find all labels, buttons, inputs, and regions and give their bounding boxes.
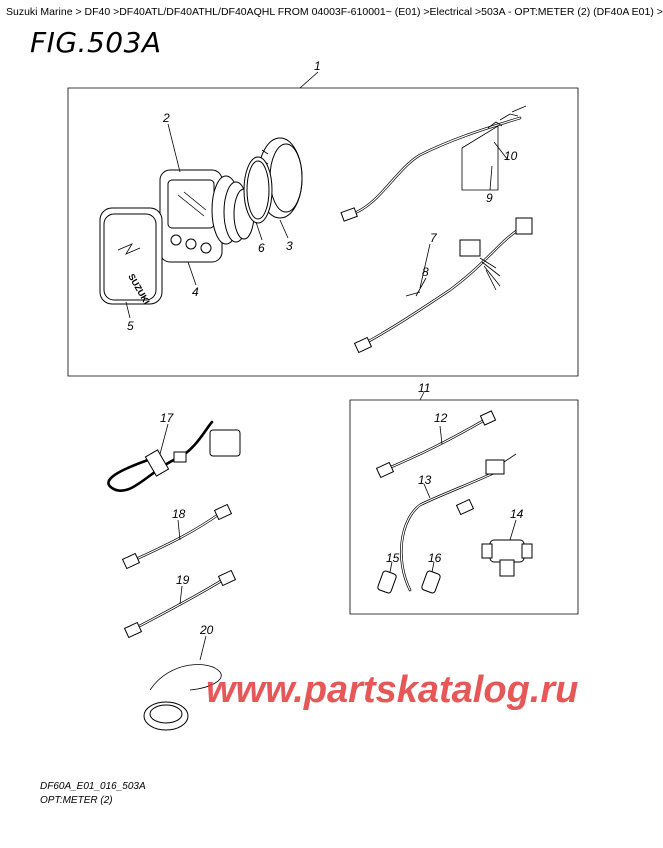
callout-4: 4 xyxy=(192,285,199,299)
leader-lines xyxy=(125,71,517,661)
callout-9: 9 xyxy=(486,191,493,205)
cap-part-15 xyxy=(377,570,397,594)
o-ring-part-6 xyxy=(243,156,273,224)
callout-2: 2 xyxy=(162,111,170,125)
gauge-cover-part-5: SUZUKI xyxy=(99,207,163,306)
harness-part-7 xyxy=(353,217,533,354)
tee-connector-part-14 xyxy=(481,539,533,577)
part-11-group-box xyxy=(349,399,579,615)
callout-7: 7 xyxy=(430,231,438,245)
callout-11: 11 xyxy=(418,381,430,395)
cable-part-19 xyxy=(123,569,237,639)
footer-section-name: OPT:METER (2) xyxy=(40,795,113,806)
watermark: www.partskatalog.ru xyxy=(206,669,578,711)
cap-part-16 xyxy=(421,570,441,594)
part-1-group-box xyxy=(67,87,579,377)
callout-20: 20 xyxy=(199,623,214,637)
parts-diagram: SUZUKI xyxy=(67,59,579,731)
footer-drawing-code: DF60A_E01_016_503A xyxy=(40,781,146,792)
callout-14: 14 xyxy=(510,507,524,521)
callout-3: 3 xyxy=(286,239,293,253)
cable-part-12 xyxy=(375,410,497,479)
callout-1: 1 xyxy=(314,59,321,73)
callout-13: 13 xyxy=(418,473,432,487)
callout-5: 5 xyxy=(127,319,134,333)
callout-12: 12 xyxy=(434,411,448,425)
cable-part-18 xyxy=(121,503,233,570)
callout-17: 17 xyxy=(160,411,175,425)
figure-title: FIG.503A xyxy=(30,26,162,59)
callout-6: 6 xyxy=(258,241,265,255)
callout-16: 16 xyxy=(428,551,442,565)
buzzer-part-20 xyxy=(143,664,222,731)
gauge-meter-part-4 xyxy=(159,169,255,263)
sensor-part-17 xyxy=(107,420,241,492)
callout-19: 19 xyxy=(176,573,190,587)
callout-15: 15 xyxy=(386,551,400,565)
callout-labels: 1 2 3 4 5 6 7 8 9 10 11 12 13 14 15 16 1… xyxy=(127,59,524,637)
harness-part-9 xyxy=(340,105,527,222)
callout-8: 8 xyxy=(422,265,429,279)
breadcrumb: Suzuki Marine > DF40 >DF40ATL/DF40ATHL/D… xyxy=(6,6,663,18)
callout-10: 10 xyxy=(504,149,518,163)
cable-part-13 xyxy=(399,453,517,592)
callout-18: 18 xyxy=(172,507,186,521)
